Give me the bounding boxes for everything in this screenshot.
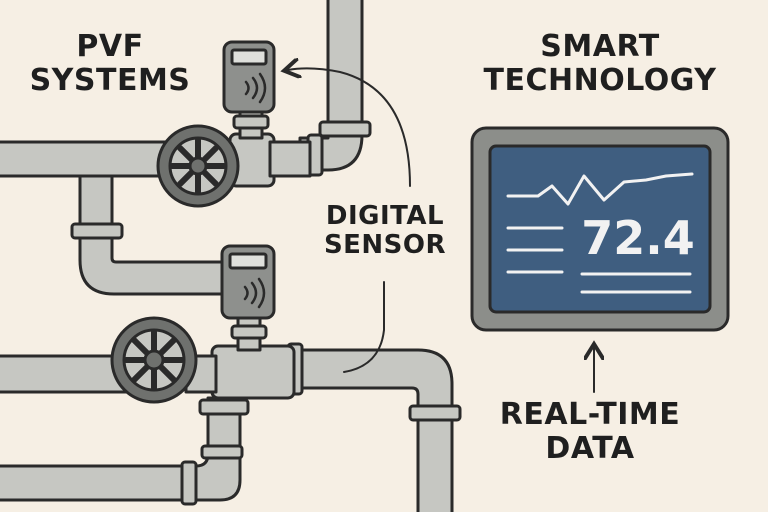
pipe-flange bbox=[180, 460, 198, 506]
callout-arrow-sensor-top bbox=[288, 68, 411, 187]
label-pvf-systems: PVF SYSTEMS bbox=[29, 29, 191, 98]
sensor-collar bbox=[230, 324, 268, 340]
pipe-flange bbox=[70, 222, 124, 240]
monitor-reading: 72.4 bbox=[581, 211, 695, 265]
horizontal-pipe-top bbox=[0, 140, 168, 178]
callout-line-sensor-bottom bbox=[343, 281, 385, 373]
pipe-flange bbox=[408, 404, 462, 422]
pipe-segment bbox=[268, 140, 312, 178]
sensor-collar bbox=[232, 114, 270, 130]
label-digital-sensor: DIGITAL SENSOR bbox=[323, 201, 447, 261]
pipe-flange bbox=[318, 120, 372, 138]
label-smart-technology: SMART TECHNOLOGY bbox=[483, 29, 717, 98]
trend-line bbox=[506, 172, 694, 206]
branch-pipe-lower bbox=[0, 396, 242, 502]
pipe-flange bbox=[200, 444, 244, 460]
tee-joint bbox=[210, 344, 296, 400]
pipe-flange bbox=[198, 398, 250, 416]
elbow-pipe-bottom bbox=[298, 348, 454, 512]
label-real-time-data: REAL-TIME DATA bbox=[499, 397, 681, 466]
monitor: 72.4 bbox=[470, 126, 730, 332]
